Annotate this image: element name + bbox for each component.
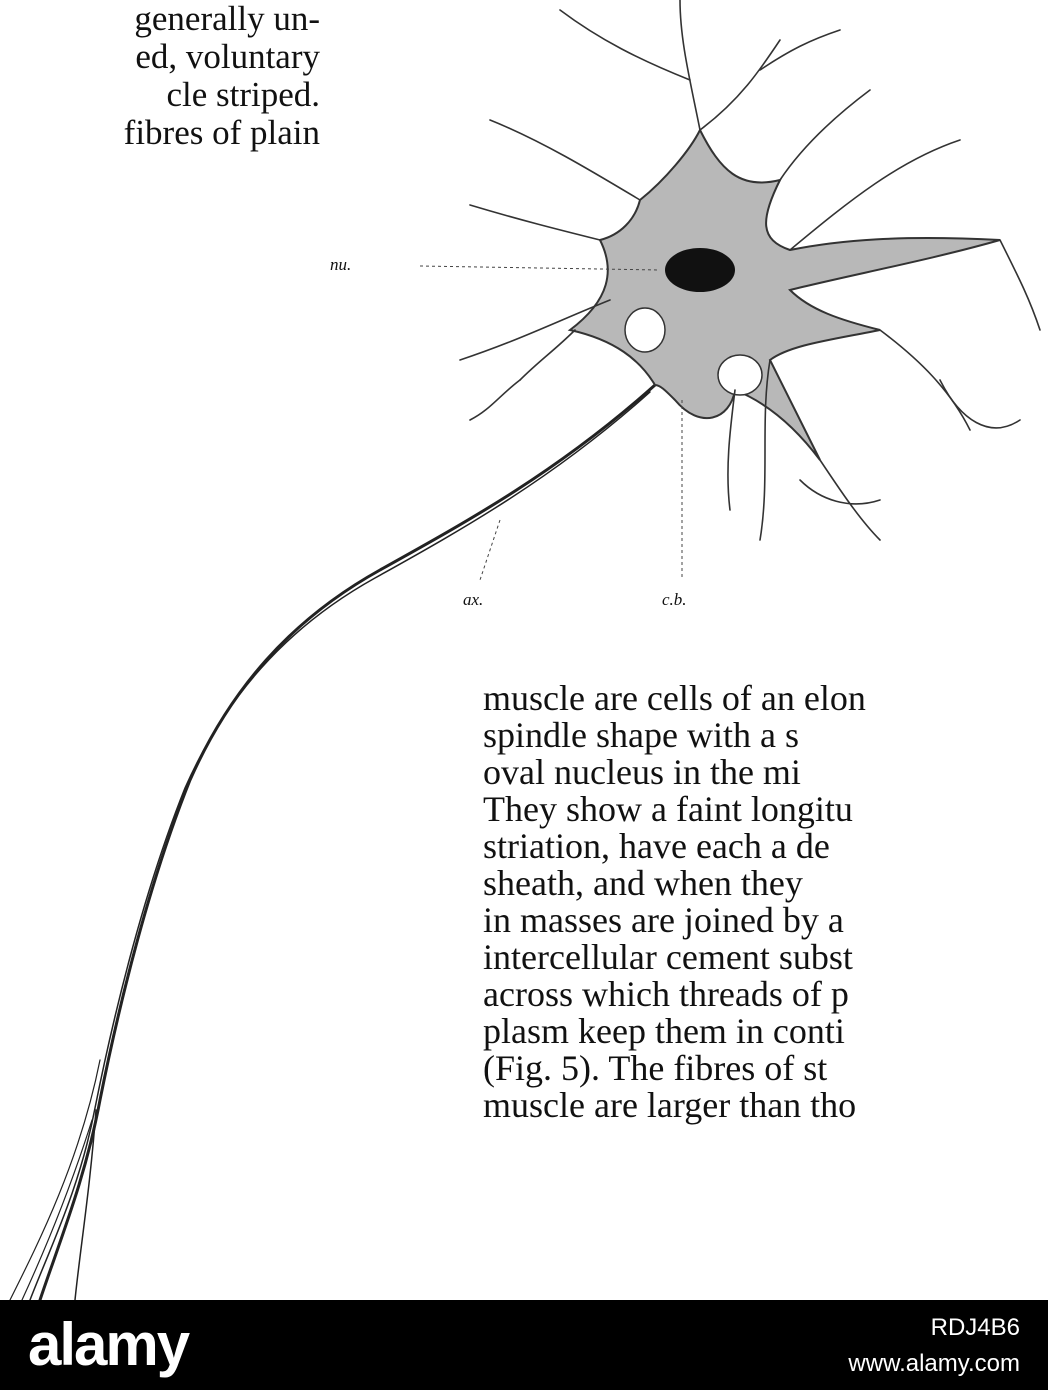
cell-body: [567, 127, 1001, 461]
body-line: muscle are larger than tho: [483, 1085, 857, 1125]
figure-label-axon: ax.: [463, 590, 484, 609]
left-line: fibres of plain: [123, 113, 320, 152]
figure-label-cell-body: c.b.: [662, 590, 687, 609]
figure-label-nucleus: nu.: [330, 255, 352, 274]
book-page-scan: generally un- ed, voluntary cle striped.…: [0, 0, 1048, 1300]
body-line: intercellular cement subst: [483, 937, 853, 977]
watermark-url: www.alamy.com: [848, 1350, 1020, 1377]
body-line: oval nucleus in the mi: [483, 752, 801, 792]
body-line: sheath, and when they: [483, 863, 803, 903]
left-line: cle striped.: [166, 75, 320, 114]
watermark-image-id: RDJ4B6: [930, 1314, 1020, 1341]
watermark-bar: alamy RDJ4B6 www.alamy.com: [0, 1300, 1048, 1390]
body-line: They show a faint longitu: [483, 789, 853, 829]
body-line: plasm keep them in conti: [483, 1011, 845, 1051]
body-text: muscle are cells of an elon spindle shap…: [483, 680, 1048, 1124]
body-line: (Fig. 5). The fibres of st: [483, 1048, 828, 1088]
left-line: ed, voluntary: [135, 37, 320, 76]
body-line: spindle shape with a s: [483, 715, 799, 755]
body-line: across which threads of p: [483, 974, 849, 1014]
body-line: muscle are cells of an elon: [483, 678, 866, 718]
watermark-logo: alamy: [28, 1311, 190, 1378]
axon: [38, 383, 657, 1300]
left-column-text: generally un- ed, voluntary cle striped.…: [0, 0, 320, 152]
neuron-illustration: [9, 0, 1041, 1300]
body-line: in masses are joined by a: [483, 900, 844, 940]
body-line: striation, have each a de: [483, 826, 830, 866]
left-line: generally un-: [134, 0, 320, 38]
